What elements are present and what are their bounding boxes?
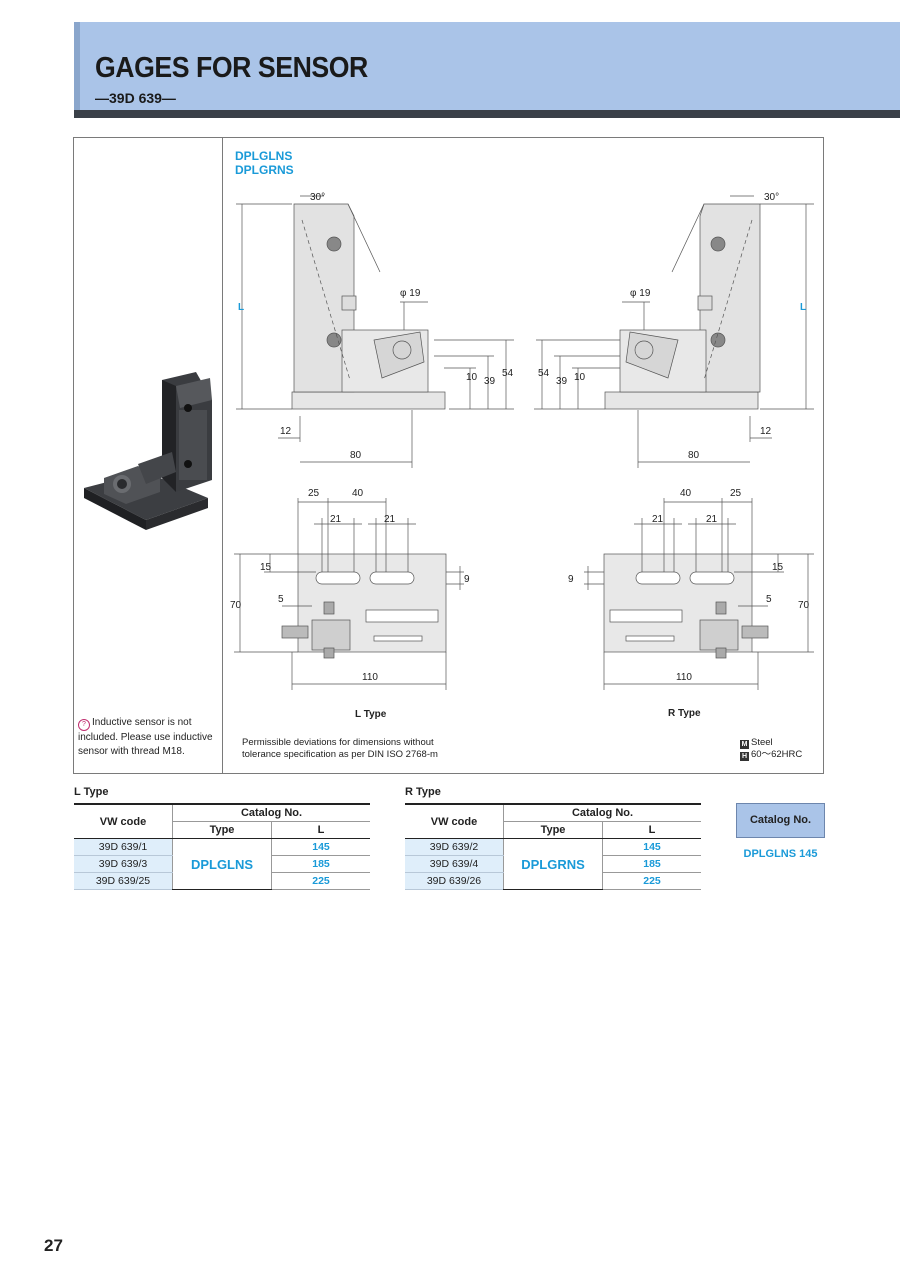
catalog-no-header: Catalog No. [503, 803, 701, 822]
header-underline [74, 110, 900, 118]
table-row: 39D 639/25 225 [74, 872, 370, 890]
vw-code-cell: 39D 639/25 [74, 872, 173, 890]
dim-39-left: 39 [484, 376, 496, 387]
header-edge [74, 22, 80, 118]
dim-15-left: 15 [260, 562, 272, 573]
page-title: GAGES FOR SENSOR [95, 52, 368, 84]
dim-25-right: 25 [730, 488, 742, 499]
dim-40-right: 40 [680, 488, 692, 499]
type-cell: DPLGRNS [503, 838, 603, 890]
l-header: L [602, 821, 701, 839]
vw-code-cell: 39D 639/26 [405, 872, 504, 890]
dim-12-left: 12 [280, 426, 292, 437]
dim-21a-left: 21 [330, 514, 342, 525]
technical-drawing: 30° L φ 19 10 39 54 12 80 30° L φ 19 10 … [230, 192, 814, 690]
type-header: Type [503, 821, 603, 839]
dim-5-right: 5 [766, 594, 772, 605]
dim-54-left: 54 [502, 368, 514, 379]
l-table-caption: L Type [74, 786, 109, 798]
l-type-table: VW code Catalog No. Type L 39D 639/1 DPL… [74, 803, 370, 890]
dim-80-left: 80 [350, 450, 362, 461]
r-type-label: R Type [668, 708, 701, 719]
hardness-icon: H [740, 752, 749, 761]
dim-70-right: 70 [798, 600, 810, 611]
dim-80-right: 80 [688, 450, 700, 461]
type-header: Type [172, 821, 272, 839]
sensor-note: ?Inductive sensor is not included. Pleas… [78, 716, 220, 759]
dim-L-left: L [238, 302, 244, 313]
catalog-no-example: DPLGLNS 145 [743, 848, 818, 860]
dim-angle-left: 30° [310, 192, 325, 203]
product-photo [84, 372, 212, 530]
table-row: 39D 639/2 DPLGRNS 145 [405, 838, 701, 890]
dim-25-left: 25 [308, 488, 320, 499]
dim-39-right: 39 [556, 376, 568, 387]
r-table-caption: R Type [405, 786, 441, 798]
l-cell: 145 [602, 838, 701, 856]
dim-9-left: 9 [464, 574, 470, 585]
dim-5-left: 5 [278, 594, 284, 605]
model-right: DPLGRNS [235, 163, 294, 177]
table-row: 39D 639/3 185 [74, 855, 370, 873]
l-cell: 225 [602, 872, 701, 890]
dim-diameter-left: φ 19 [400, 288, 421, 299]
dim-110-left: 110 [362, 672, 378, 683]
catalog-no-box: Catalog No. [736, 803, 825, 838]
vw-code-header: VW code [74, 803, 173, 839]
dim-10-left: 10 [466, 372, 478, 383]
dim-21b-right: 21 [706, 514, 718, 525]
page-number: 27 [44, 1236, 63, 1255]
l-header: L [271, 821, 370, 839]
l-cell: 145 [271, 838, 370, 856]
dim-angle-right: 30° [764, 192, 779, 203]
vw-code-header: VW code [405, 803, 504, 839]
dim-10-right: 10 [574, 372, 586, 383]
dim-diameter-right: φ 19 [630, 288, 651, 299]
dim-21a-right: 21 [652, 514, 664, 525]
header-band [74, 22, 900, 114]
dim-15-right: 15 [772, 562, 784, 573]
table-row: 39D 639/4 185 [405, 855, 701, 873]
material-text: Steel [751, 737, 773, 748]
table-row: 39D 639/26 225 [405, 872, 701, 890]
hardness-text: 60～62HRC [751, 749, 803, 760]
dim-40-left: 40 [352, 488, 364, 499]
tolerance-note: Permissible deviations for dimensions wi… [242, 737, 438, 760]
l-cell: 185 [271, 855, 370, 873]
r-type-table: VW code Catalog No. Type L 39D 639/2 DPL… [405, 803, 701, 890]
type-cell: DPLGLNS [172, 838, 272, 890]
dim-110-right: 110 [676, 672, 692, 683]
vw-code-cell: 39D 639/3 [74, 855, 173, 873]
vw-code-cell: 39D 639/4 [405, 855, 504, 873]
vw-code-cell: 39D 639/2 [405, 838, 504, 856]
material-icon: M [740, 740, 749, 749]
info-circle-icon: ? [78, 719, 90, 731]
l-cell: 225 [271, 872, 370, 890]
l-type-label: L Type [355, 709, 387, 720]
table-row: 39D 639/1 DPLGLNS 145 [74, 838, 370, 890]
dim-21b-left: 21 [384, 514, 396, 525]
dim-70-left: 70 [230, 600, 242, 611]
page-subtitle: —39D 639— [95, 90, 176, 106]
l-cell: 185 [602, 855, 701, 873]
photo-column [73, 137, 223, 774]
catalog-no-header: Catalog No. [172, 803, 370, 822]
dim-L-right: L [800, 302, 806, 313]
dim-9-right: 9 [568, 574, 574, 585]
vw-code-cell: 39D 639/1 [74, 838, 173, 856]
sensor-note-text: Inductive sensor is not included. Please… [78, 717, 213, 757]
dim-54-right: 54 [538, 368, 550, 379]
dim-12-right: 12 [760, 426, 772, 437]
product-panel [73, 137, 824, 774]
model-left: DPLGLNS [235, 149, 293, 163]
